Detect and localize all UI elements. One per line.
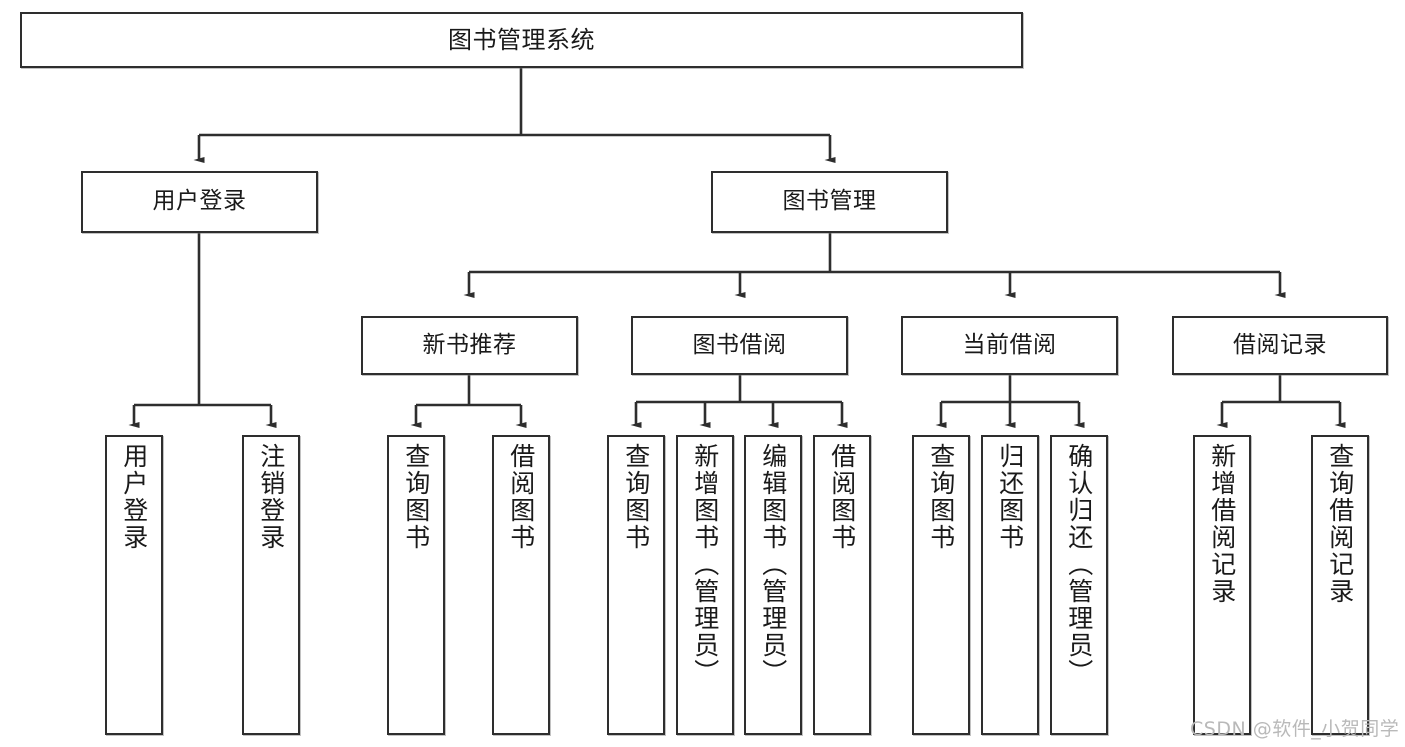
node-root-system[interactable]: 图书管理系统 (20, 12, 1023, 68)
leaf-query-book-borrow[interactable]: 查询图书 (607, 435, 665, 735)
leaf-add-book-admin[interactable]: 新增图书（管理员） (676, 435, 734, 735)
leaf-logout[interactable]: 注销登录 (242, 435, 300, 735)
leaf-borrow-book[interactable]: 借阅图书 (813, 435, 871, 735)
node-label: 借阅图书 (827, 443, 857, 551)
node-label: 新增图书（管理员） (690, 443, 720, 686)
leaf-borrow-book-newbook[interactable]: 借阅图书 (492, 435, 550, 735)
leaf-edit-book-admin[interactable]: 编辑图书（管理员） (744, 435, 802, 735)
watermark-text: CSDN @软件_小贺同学 (1190, 718, 1400, 740)
node-label: 查询图书 (621, 443, 651, 551)
node-label: 编辑图书（管理员） (758, 443, 788, 686)
node-label: 查询借阅记录 (1325, 443, 1355, 605)
node-label: 新书推荐 (422, 331, 517, 358)
leaf-query-book-current[interactable]: 查询图书 (912, 435, 970, 735)
node-label: 确认归还（管理员） (1064, 443, 1094, 686)
leaf-return-book[interactable]: 归还图书 (981, 435, 1039, 735)
node-label: 归还图书 (995, 443, 1025, 551)
leaf-query-book-newbook[interactable]: 查询图书 (387, 435, 445, 735)
leaf-confirm-return-admin[interactable]: 确认归还（管理员） (1050, 435, 1108, 735)
node-label: 查询图书 (926, 443, 956, 551)
node-label: 用户登录 (119, 443, 149, 551)
leaf-add-borrow-record[interactable]: 新增借阅记录 (1193, 435, 1251, 735)
node-book-management[interactable]: 图书管理 (711, 171, 948, 233)
leaf-query-borrow-record[interactable]: 查询借阅记录 (1311, 435, 1369, 735)
node-current-borrow[interactable]: 当前借阅 (901, 316, 1118, 375)
node-label: 图书管理 (782, 188, 877, 215)
node-label: 当前借阅 (962, 331, 1057, 358)
node-label: 注销登录 (256, 443, 286, 551)
node-new-book-recommend[interactable]: 新书推荐 (361, 316, 578, 375)
node-label: 新增借阅记录 (1207, 443, 1237, 605)
node-label: 借阅记录 (1233, 331, 1327, 358)
node-label: 借阅图书 (506, 443, 536, 551)
node-book-borrow[interactable]: 图书借阅 (631, 316, 848, 375)
node-label: 用户登录 (152, 188, 247, 215)
leaf-user-login[interactable]: 用户登录 (105, 435, 163, 735)
node-label: 查询图书 (401, 443, 431, 551)
node-user-login[interactable]: 用户登录 (81, 171, 318, 233)
node-label: 图书借阅 (692, 331, 787, 358)
node-label: 图书管理系统 (448, 25, 595, 54)
node-borrow-records[interactable]: 借阅记录 (1172, 316, 1388, 375)
